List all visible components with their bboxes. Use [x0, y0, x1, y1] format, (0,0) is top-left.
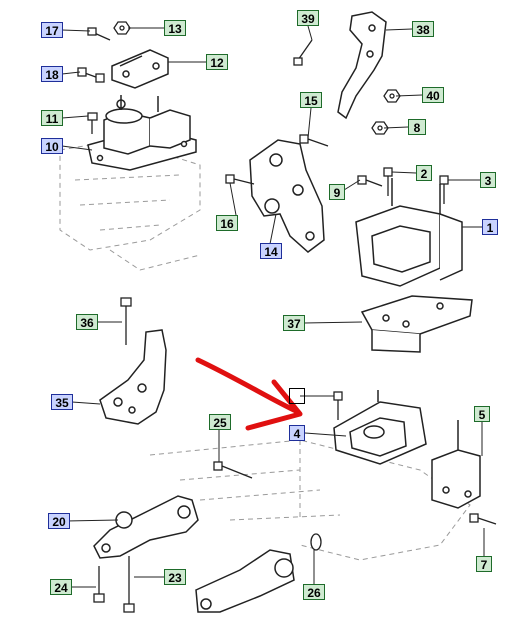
torque-link-20 — [93, 495, 199, 559]
callout-3: 3 — [480, 172, 496, 188]
callout-36: 36 — [76, 314, 98, 330]
callout-16: 16 — [216, 215, 238, 231]
highlight-arrow — [195, 357, 303, 431]
leader-lines — [61, 25, 485, 588]
callout-7: 7 — [476, 556, 492, 572]
nut-8 — [371, 121, 389, 135]
callout-2: 2 — [416, 165, 432, 181]
bracket-38 — [337, 11, 387, 120]
subframe-outline-lower — [149, 439, 471, 561]
mount-4 — [333, 390, 427, 465]
bracket-35 — [99, 329, 167, 425]
bolt-23 — [123, 556, 135, 613]
bolt-2 — [383, 167, 393, 196]
callout-9: 9 — [329, 184, 345, 200]
bracket-12 — [111, 49, 169, 89]
callout-10: 10 — [41, 138, 63, 154]
callout-11: 11 — [41, 110, 63, 126]
bolt-9 — [357, 175, 383, 187]
bolt-36 — [120, 297, 132, 345]
bracket-37 — [360, 295, 473, 353]
bracket-5 — [431, 420, 481, 509]
bolt-17 — [87, 27, 111, 41]
bolt-15 — [299, 134, 329, 147]
callout-25: 25 — [209, 414, 231, 430]
callout-5: 5 — [474, 406, 490, 422]
engine-mount-10 — [87, 95, 197, 171]
callout-17: 17 — [41, 22, 63, 38]
callout-38: 38 — [412, 21, 434, 37]
bolt-16 — [225, 174, 255, 185]
callout-26: 26 — [303, 584, 325, 600]
bolt-11 — [87, 112, 98, 134]
bolt-18 — [77, 67, 105, 83]
callout-12: 12 — [206, 54, 228, 70]
callout-40: 40 — [422, 87, 444, 103]
callout-6 — [289, 388, 305, 404]
callout-24: 24 — [50, 579, 72, 595]
callout-8: 8 — [408, 119, 426, 135]
callout-20: 20 — [48, 513, 70, 529]
bolt-3 — [439, 175, 449, 204]
washer-26 — [310, 533, 322, 551]
bolt-25 — [213, 461, 253, 479]
transmission-mount-1 — [355, 178, 463, 287]
bolt-6 — [333, 391, 343, 420]
callout-4: 4 — [289, 425, 305, 441]
callout-39: 39 — [297, 10, 319, 26]
callout-1: 1 — [482, 219, 498, 235]
lower-arm — [195, 549, 295, 613]
nut-40 — [383, 89, 401, 103]
callout-15: 15 — [300, 92, 322, 108]
bolt-7 — [469, 513, 497, 525]
nut-13 — [113, 21, 131, 35]
bolt-24 — [93, 566, 105, 603]
bolt-39 — [293, 39, 313, 66]
callout-37: 37 — [283, 315, 305, 331]
callout-14: 14 — [260, 243, 282, 259]
callout-23: 23 — [164, 569, 186, 585]
bracket-14 — [249, 139, 325, 253]
callout-13: 13 — [164, 20, 186, 36]
callout-18: 18 — [41, 66, 63, 82]
callout-35: 35 — [51, 394, 73, 410]
